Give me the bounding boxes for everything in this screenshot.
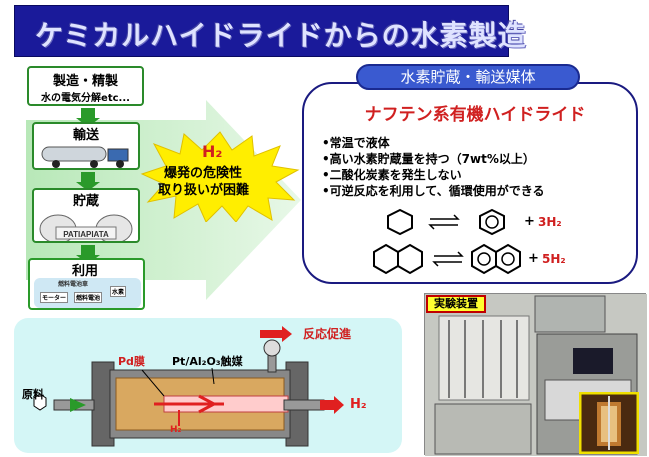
cyclohexane-icon — [387, 208, 413, 236]
truck-icon — [41, 146, 129, 168]
feature-2: •高い水素貯蔵量を持つ（7wt%以上） — [322, 152, 535, 166]
title-banner: ケミカルハイドライドからの水素製造 — [14, 5, 526, 57]
feature-1: •常温で液体 — [322, 136, 390, 150]
stage-production-title: 製造・精製 — [52, 74, 118, 89]
reaction-2-plus: + — [528, 251, 539, 266]
reaction-promote-label: 反応促進 — [303, 327, 352, 341]
experiment-label: 実験装置 — [426, 295, 486, 313]
reaction-2-diagram — [373, 243, 521, 275]
reaction-1-h2: 3H₂ — [538, 215, 562, 229]
reaction-promote-arrow-icon — [260, 326, 292, 342]
stage-usage-label: 利用 — [72, 264, 99, 279]
stage-production-sub: 水の電気分解etc... — [41, 93, 130, 104]
naphthalene-icon — [471, 243, 521, 275]
membrane-reactor-diagram — [33, 326, 344, 447]
stage-transport: 輸送 — [32, 122, 140, 170]
hazard-h2: H₂ — [202, 142, 223, 161]
benzene-icon — [479, 208, 505, 236]
reaction-1-diagram — [387, 208, 505, 236]
page-title: ケミカルハイドライドからの水素製造 — [35, 19, 527, 52]
hydride-tag: 水素貯蔵・輸送媒体 — [356, 64, 580, 90]
usage-sub2: モーター — [40, 292, 69, 303]
usage-sub3: 燃料電池 — [74, 292, 103, 303]
hazard-starburst — [140, 131, 300, 222]
flow-arrow-icon — [154, 394, 224, 414]
equilibrium-arrow-icon — [432, 251, 464, 267]
stage-production: 製造・精製 水の電気分解etc... — [27, 66, 144, 106]
h2-out-label: H₂ — [350, 397, 367, 412]
stage-storage-label: 貯蔵 — [72, 194, 99, 209]
decalin-icon — [373, 243, 423, 275]
feed-hexagon-icon — [33, 393, 47, 411]
stage-usage: 利用 燃料電池車 モーター 燃料電池 水素 — [28, 258, 145, 310]
down-arrow-2 — [76, 172, 100, 191]
reaction-1-plus: + — [524, 214, 535, 229]
feature-4: •可逆反応を利用して、循環使用ができる — [322, 184, 545, 198]
down-arrow-3 — [76, 245, 100, 264]
h2-outlet-arrow-icon — [320, 396, 344, 414]
usage-sub1: 燃料電池車 — [58, 281, 89, 288]
storage-tank-icon: PATIAPIATA — [39, 214, 133, 244]
stage-storage: 貯蔵 PATIAPIATA — [32, 188, 140, 244]
feature-3: •二酸化炭素を発生しない — [322, 168, 462, 182]
pd-membrane-label: Pd膜 — [118, 355, 145, 368]
reactor-closeup-photo — [579, 392, 639, 454]
usage-sub4: 水素 — [110, 286, 127, 297]
feed-label: 原料 — [22, 388, 44, 401]
valve-icon — [263, 339, 281, 357]
h2-small-label: H₂ — [170, 425, 182, 435]
storage-tank-text: PATIAPIATA — [63, 230, 109, 239]
hydride-heading: ナフテン系有機ハイドライド — [364, 105, 586, 125]
fuel-cell-car-image: 燃料電池車 モーター 燃料電池 水素 — [34, 278, 141, 308]
down-arrow-1 — [76, 108, 100, 127]
hazard-line2: 取り扱いが困難 — [158, 183, 250, 198]
stage-transport-label: 輸送 — [72, 128, 99, 143]
hazard-line1: 爆発の危険性 — [164, 166, 243, 181]
reaction-2-h2: 5H₂ — [542, 252, 566, 266]
equilibrium-arrow-icon — [428, 214, 460, 230]
catalyst-label: Pt/Al₂O₃触媒 — [172, 355, 243, 368]
